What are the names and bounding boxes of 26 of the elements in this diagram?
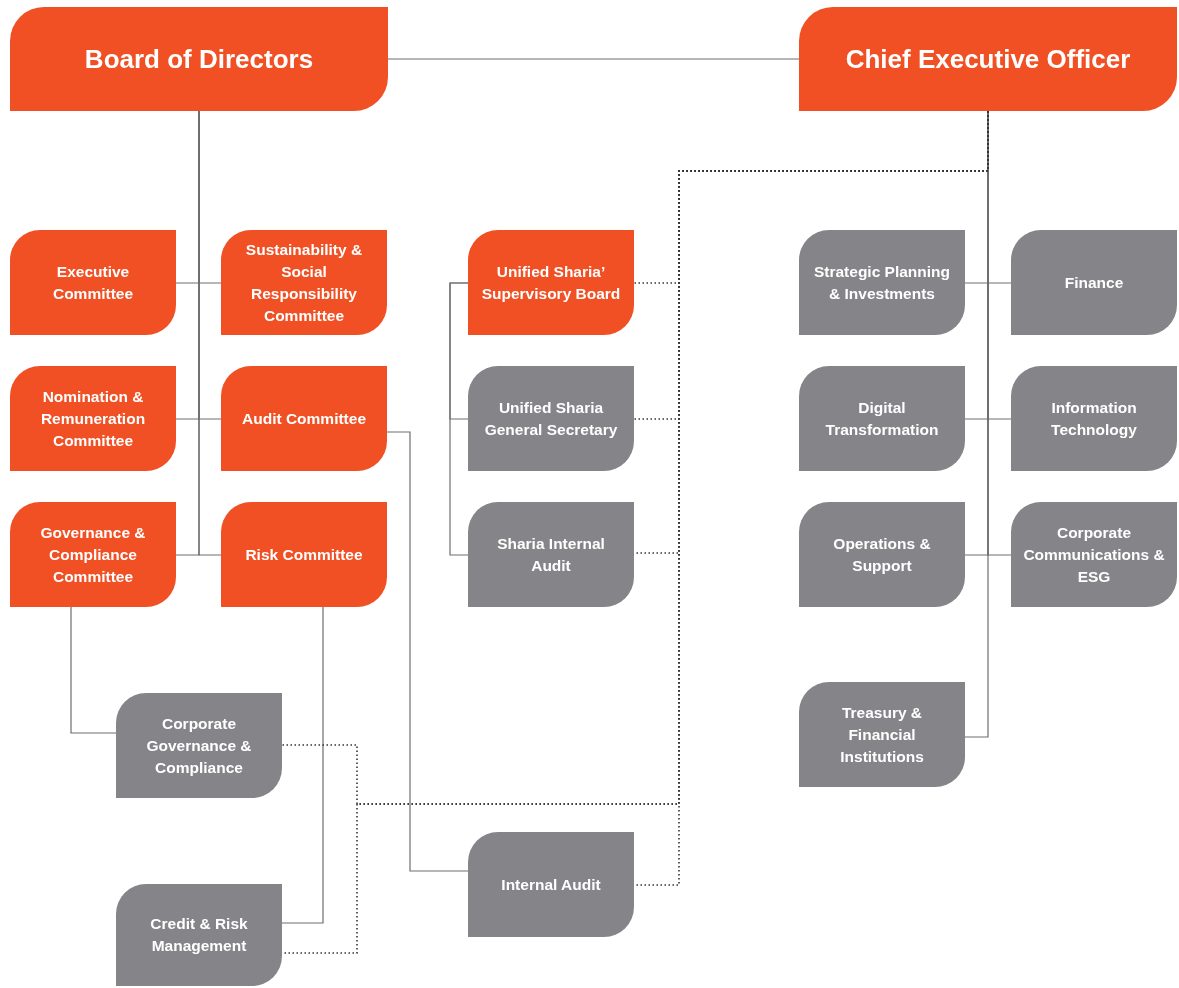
unit-box: Corporate Communications & ESG bbox=[1011, 502, 1177, 607]
unit-box: Unified Sharia’ Supervisory Board bbox=[468, 230, 634, 335]
unit-box: Credit & Risk Management bbox=[116, 884, 282, 986]
unit-box: Executive Committee bbox=[10, 230, 176, 335]
connector-line bbox=[449, 282, 469, 556]
unit-box: Strategic Planning & Investments bbox=[799, 230, 965, 335]
unit-box: Sustainability & Social Responsibility Committee bbox=[221, 230, 387, 335]
unit-box: Audit Committee bbox=[221, 366, 387, 471]
unit-box: Digital Transformation bbox=[799, 366, 965, 471]
unit-box: Sharia Internal Audit bbox=[468, 502, 634, 607]
connector-line bbox=[281, 606, 324, 924]
unit-box: Nomination & Remuneration Committee bbox=[10, 366, 176, 471]
unit-box: Governance & Compliance Committee bbox=[10, 502, 176, 607]
header-box: Board of Directors bbox=[10, 7, 388, 111]
unit-box: Internal Audit bbox=[468, 832, 634, 937]
unit-box: Risk Committee bbox=[221, 502, 387, 607]
connector-line bbox=[387, 58, 800, 60]
connector-line bbox=[70, 606, 117, 734]
unit-box: Operations & Support bbox=[799, 502, 965, 607]
unit-box: Treasury & Financial Institutions bbox=[799, 682, 965, 787]
unit-box: Unified Sharia General Secretary bbox=[468, 366, 634, 471]
unit-box: Corporate Governance & Compliance bbox=[116, 693, 282, 798]
unit-box: Finance bbox=[1011, 230, 1177, 335]
unit-box: Information Technology bbox=[1011, 366, 1177, 471]
header-box: Chief Executive Officer bbox=[799, 7, 1177, 111]
connector-line bbox=[386, 431, 469, 872]
